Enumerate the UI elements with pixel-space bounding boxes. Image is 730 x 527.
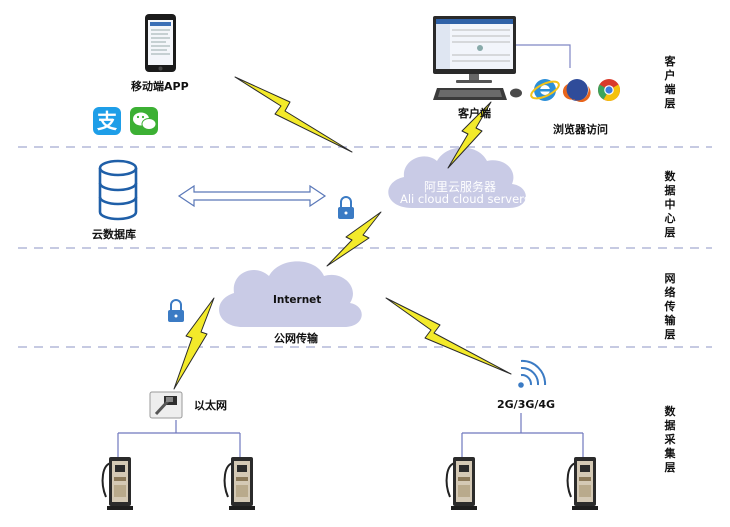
layer-dividers <box>18 146 712 348</box>
ethernet-port-icon <box>149 391 183 419</box>
alipay-icon: 支 <box>93 107 121 135</box>
aliyun-en-label: Ali cloud cloud servers <box>400 192 530 206</box>
charger-icon <box>566 456 599 511</box>
browser-connector <box>516 44 571 68</box>
svg-text:支: 支 <box>97 109 118 133</box>
firefox-icon <box>562 79 591 103</box>
phone-icon <box>145 14 176 72</box>
internet-cloud-icon <box>219 261 362 327</box>
layer-label-network: 网络传输层 <box>664 272 676 341</box>
aliyun-cloud-icon <box>388 147 526 208</box>
cloud-db-label: 云数据库 <box>92 228 136 241</box>
chrome-icon <box>598 79 620 101</box>
lock-icon <box>168 299 184 322</box>
double-arrow <box>177 184 327 208</box>
lock-icon <box>338 196 354 219</box>
wifi-icon <box>518 359 547 388</box>
browser-access-label: 浏览器访问 <box>553 123 608 136</box>
charger-tree-left <box>117 420 241 457</box>
client-label: 客户端 <box>458 107 491 120</box>
keyboard-icon <box>433 88 507 100</box>
charger-tree-right <box>461 413 584 457</box>
ie-icon <box>530 79 560 101</box>
layer-label-collection: 数据采集层 <box>664 405 676 474</box>
monitor-icon <box>433 16 516 83</box>
layer-label-data-center: 数据中心层 <box>664 170 676 239</box>
wechat-icon <box>130 107 158 135</box>
charger-icon <box>223 456 256 511</box>
aliyun-cn-label: 阿里云服务器 <box>424 180 497 194</box>
database-icon <box>98 159 138 221</box>
mobile-net-label: 2G/3G/4G <box>497 398 556 411</box>
ethernet-label: 以太网 <box>194 399 227 412</box>
layer-label-client: 客户端层 <box>664 55 676 110</box>
mouse-icon <box>510 88 522 98</box>
internet-label: Internet <box>273 294 322 306</box>
mobile-app-label: 移动端APP <box>131 80 189 93</box>
charger-icon <box>445 456 478 511</box>
charger-icon <box>101 456 134 511</box>
public-net-label: 公网传输 <box>274 332 318 345</box>
lightning-icon <box>173 76 512 390</box>
